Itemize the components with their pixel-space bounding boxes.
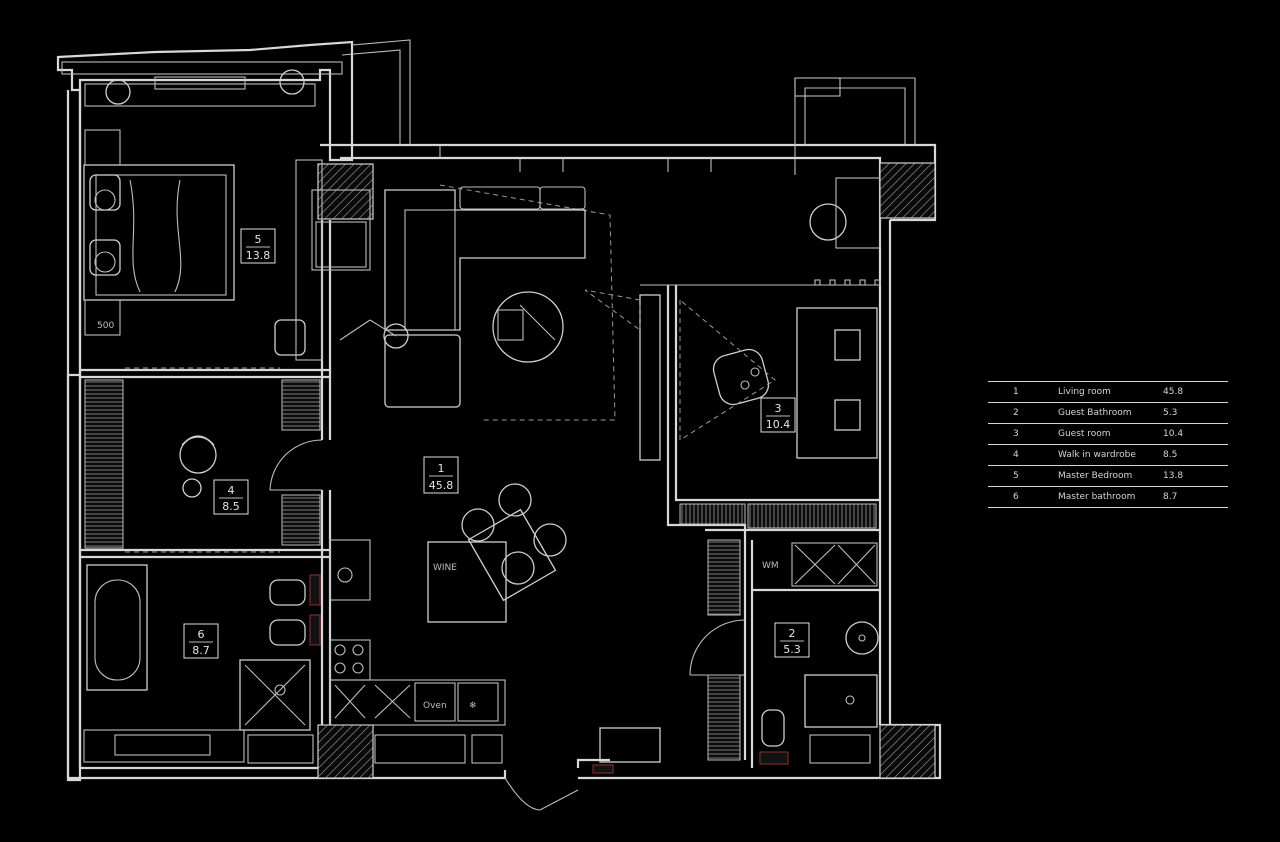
room-tag-6: 6 8.7 [183, 623, 219, 659]
svg-text:8.5: 8.5 [222, 500, 240, 513]
legend-number: 5 [1013, 471, 1019, 481]
wine-label: WINE [433, 563, 457, 573]
interior-walls [80, 220, 880, 768]
svg-text:6: 6 [198, 628, 205, 641]
room-tag-3: 3 10.4 [760, 397, 796, 433]
legend-room-name: Living room [1058, 387, 1111, 397]
legend-row: 6 Master bathroom 8.7 [988, 487, 1228, 508]
oven-label: Oven [423, 701, 447, 711]
svg-text:8.7: 8.7 [192, 644, 210, 657]
wardrobe-furniture [84, 367, 323, 553]
svg-text:3: 3 [775, 402, 782, 415]
legend-area: 10.4 [1163, 429, 1184, 439]
svg-text:5.3: 5.3 [783, 643, 801, 656]
structural-columns [317, 162, 936, 779]
legend-row: 5 Master Bedroom 13.8 [988, 466, 1228, 487]
legend-area: 5.3 [1163, 408, 1178, 418]
svg-text:10.4: 10.4 [766, 418, 791, 431]
legend-area: 45.8 [1163, 387, 1184, 397]
legend-row: 1 Living room 45.8 [988, 382, 1228, 403]
outer-walls [56, 39, 942, 782]
legend-number: 4 [1013, 450, 1019, 460]
wm-label: WM [762, 561, 779, 571]
legend-number: 1 [1013, 387, 1019, 397]
guest-room-wall-ticks [814, 279, 881, 286]
legend-number: 6 [1013, 492, 1019, 502]
legend-room-name: Walk in wardrobe [1058, 450, 1136, 460]
living-room-furniture: WINE Oven ❄ [311, 184, 661, 811]
legend-room-name: Guest Bathroom [1058, 408, 1132, 418]
guest-bathroom-furniture: WM [689, 539, 879, 765]
legend-area: 8.7 [1163, 492, 1178, 502]
legend-area: 8.5 [1163, 450, 1178, 460]
master-bathroom-furniture [83, 564, 321, 764]
legend-row: 4 Walk in wardrobe 8.5 [988, 445, 1228, 466]
legend-row: 2 Guest Bathroom 5.3 [988, 403, 1228, 424]
master-bedroom-furniture: 500 [83, 69, 323, 361]
room-tag-5: 5 13.8 [240, 228, 276, 264]
room-tag-2: 2 5.3 [774, 622, 810, 658]
dimension-label: 500 [97, 321, 114, 331]
freezer-icon: ❄ [469, 701, 477, 711]
legend-room-name: Master bathroom [1058, 492, 1136, 502]
room-tag-4: 4 8.5 [213, 479, 249, 515]
guest-room-furniture [640, 177, 881, 529]
svg-text:45.8: 45.8 [429, 479, 454, 492]
legend-number: 3 [1013, 429, 1019, 439]
legend-area: 13.8 [1163, 471, 1184, 481]
window-mullions [519, 158, 712, 172]
legend-room-name: Master Bedroom [1058, 471, 1133, 481]
svg-text:2: 2 [789, 627, 796, 640]
svg-text:4: 4 [228, 484, 235, 497]
legend-number: 2 [1013, 408, 1019, 418]
svg-text:13.8: 13.8 [246, 249, 271, 262]
svg-text:1: 1 [438, 462, 445, 475]
room-legend: 1 Living room 45.8 2 Guest Bathroom 5.3 … [988, 381, 1228, 508]
kitchen: Oven ❄ [329, 539, 503, 764]
room-tag-1: 1 45.8 [423, 456, 459, 494]
legend-room-name: Guest room [1058, 429, 1111, 439]
svg-text:5: 5 [255, 233, 262, 246]
legend-row: 3 Guest room 10.4 [988, 424, 1228, 445]
